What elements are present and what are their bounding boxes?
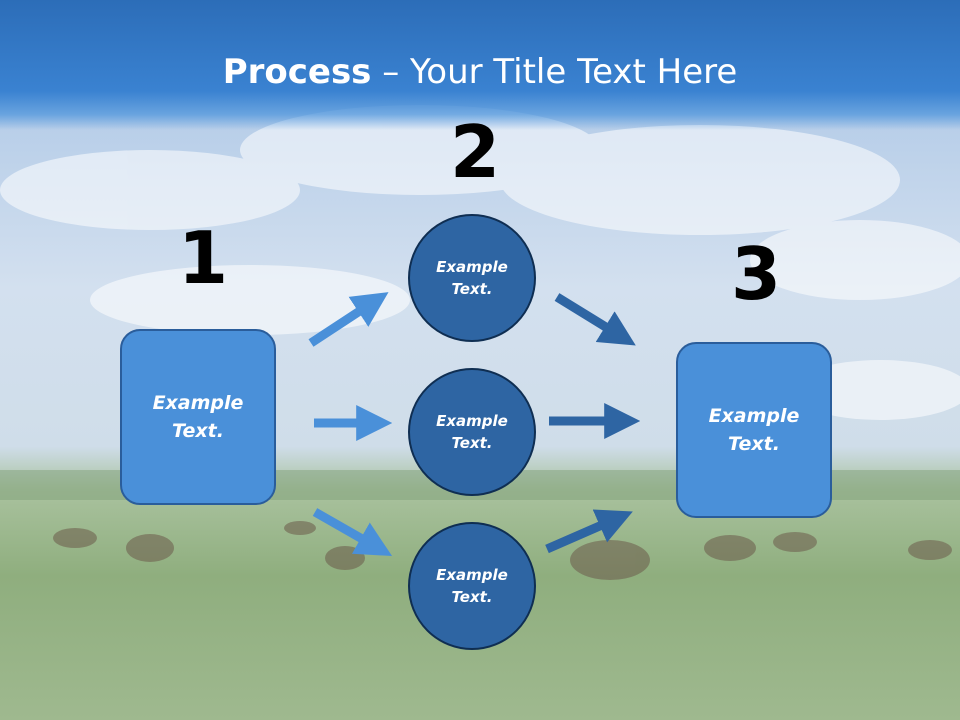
circle-bottom-text: Example Text. xyxy=(436,565,508,607)
arrow-from-bottom-circle xyxy=(545,509,633,554)
title-rest: – Your Title Text Here xyxy=(371,52,738,92)
process-box-left: Example Text. xyxy=(120,329,276,505)
arrow-to-bottom-circle xyxy=(312,508,393,557)
step-number-3: 3 xyxy=(731,232,782,316)
slide-title: Process – Your Title Text Here xyxy=(0,52,960,92)
arrow-to-top-circle xyxy=(308,292,389,347)
circle-middle-text: Example Text. xyxy=(436,411,508,453)
box-left-text: Example Text. xyxy=(152,391,244,443)
circle-top-text: Example Text. xyxy=(436,257,508,299)
title-bar xyxy=(0,0,960,130)
step-number-2: 2 xyxy=(450,110,501,194)
process-circle-top: Example Text. xyxy=(408,214,536,342)
process-circle-middle: Example Text. xyxy=(408,368,536,496)
title-bold: Process xyxy=(222,52,372,92)
process-box-right: Example Text. xyxy=(676,342,832,518)
process-circle-bottom: Example Text. xyxy=(408,522,536,650)
box-right-text: Example Text. xyxy=(708,404,800,456)
arrow-from-top-circle xyxy=(554,293,636,346)
step-number-1: 1 xyxy=(178,216,229,300)
